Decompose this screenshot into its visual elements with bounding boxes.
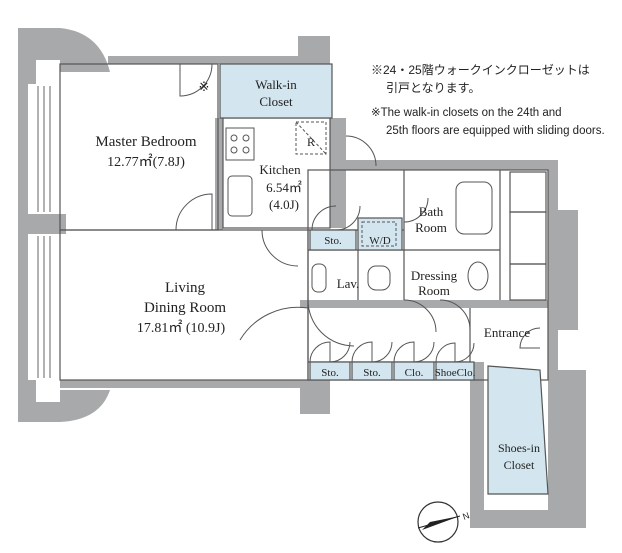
living-label-2: Dining Room (144, 300, 226, 316)
kitchen-label-3: (4.0J) (269, 197, 299, 212)
wall-bottom-left-pillar (18, 380, 110, 422)
master-bedroom-label-1: Master Bedroom (95, 134, 197, 150)
note-jp-line2: 引戸となります。 (386, 81, 481, 95)
wall-left-upper (18, 84, 28, 214)
wall-left-mid (18, 214, 66, 234)
wall-service-right (548, 160, 558, 400)
wall-bottom-right (470, 362, 560, 528)
walk-in-closet-label-1: Walk-in (255, 77, 297, 92)
shoes-in-closet-label-1: Shoes-in (498, 441, 540, 455)
sto-label-2: Sto. (321, 367, 339, 379)
wd-machine (361, 221, 397, 247)
wall-service-top (346, 160, 556, 170)
bath-room-label-1: Bath (419, 204, 444, 219)
wall-bottom-living (60, 380, 310, 388)
wall-right-shaft (556, 210, 578, 330)
wall-bottom-pillar (300, 380, 330, 414)
dressing-room-label-2: Room (418, 283, 450, 298)
shoes-in-closet-area (487, 365, 549, 495)
compass-north-label: N (461, 510, 471, 522)
note-jp-line1: ※24・25階ウォークインクローゼットは (371, 63, 590, 77)
wall-top (108, 56, 308, 64)
toilet (367, 265, 391, 291)
sliding-door-mark: ※ (199, 79, 210, 94)
wd-label: W/D (369, 235, 390, 247)
living-label-1: Living (165, 280, 205, 296)
fixtures (225, 121, 493, 293)
windows (37, 86, 51, 378)
kitchen-label-2: 6.54㎡ (266, 180, 302, 195)
sto-label-1: Sto. (324, 235, 342, 247)
wall-top-left-pillar (18, 28, 110, 84)
bath-room-label-2: Room (415, 220, 447, 235)
wall-left-lower (18, 234, 28, 380)
sto1-area (309, 229, 357, 251)
clo-label: Clo. (405, 367, 424, 379)
fridge-mark: R (307, 135, 315, 149)
shoes-in-closet-label-2: Closet (504, 458, 535, 472)
wall-lower-right-block (556, 370, 586, 528)
wall-service-mid (300, 300, 548, 308)
sto-label-3: Sto. (363, 367, 381, 379)
doors (175, 63, 541, 363)
walk-in-closet-label-2: Closet (259, 94, 293, 109)
compass-icon: N (417, 501, 471, 543)
bathtub (455, 181, 493, 235)
dressing-basin (467, 261, 489, 291)
kitchen-label-1: Kitchen (259, 162, 301, 177)
note-en-line1: ※The walk-in closets on the 24th and (371, 107, 562, 119)
shoeclo-label: ShoeClo. (435, 367, 476, 379)
walk-in-closet-area (219, 63, 333, 119)
room-labels: Walk-in Closet Master Bedroom 12.77㎡(7.8… (95, 77, 540, 472)
entrance-label: Entrance (484, 325, 530, 340)
closets (219, 63, 549, 495)
lav-label: Lav. (337, 276, 360, 291)
walls (18, 28, 586, 528)
note-en-line2: 25th floors are equipped with sliding do… (386, 125, 605, 137)
stove (225, 127, 255, 161)
kitchen-sink (227, 175, 253, 217)
lav-basin (311, 263, 327, 293)
wall-kitchen-right (330, 118, 346, 228)
wall-kitchen-left (215, 118, 223, 230)
wd-area (357, 217, 403, 251)
wall-top-right-pillar (298, 36, 330, 66)
living-label-3: 17.81㎡ (10.9J) (137, 320, 226, 336)
master-bedroom-label-2: 12.77㎡(7.8J) (107, 154, 185, 170)
dressing-room-label-1: Dressing (411, 268, 458, 283)
